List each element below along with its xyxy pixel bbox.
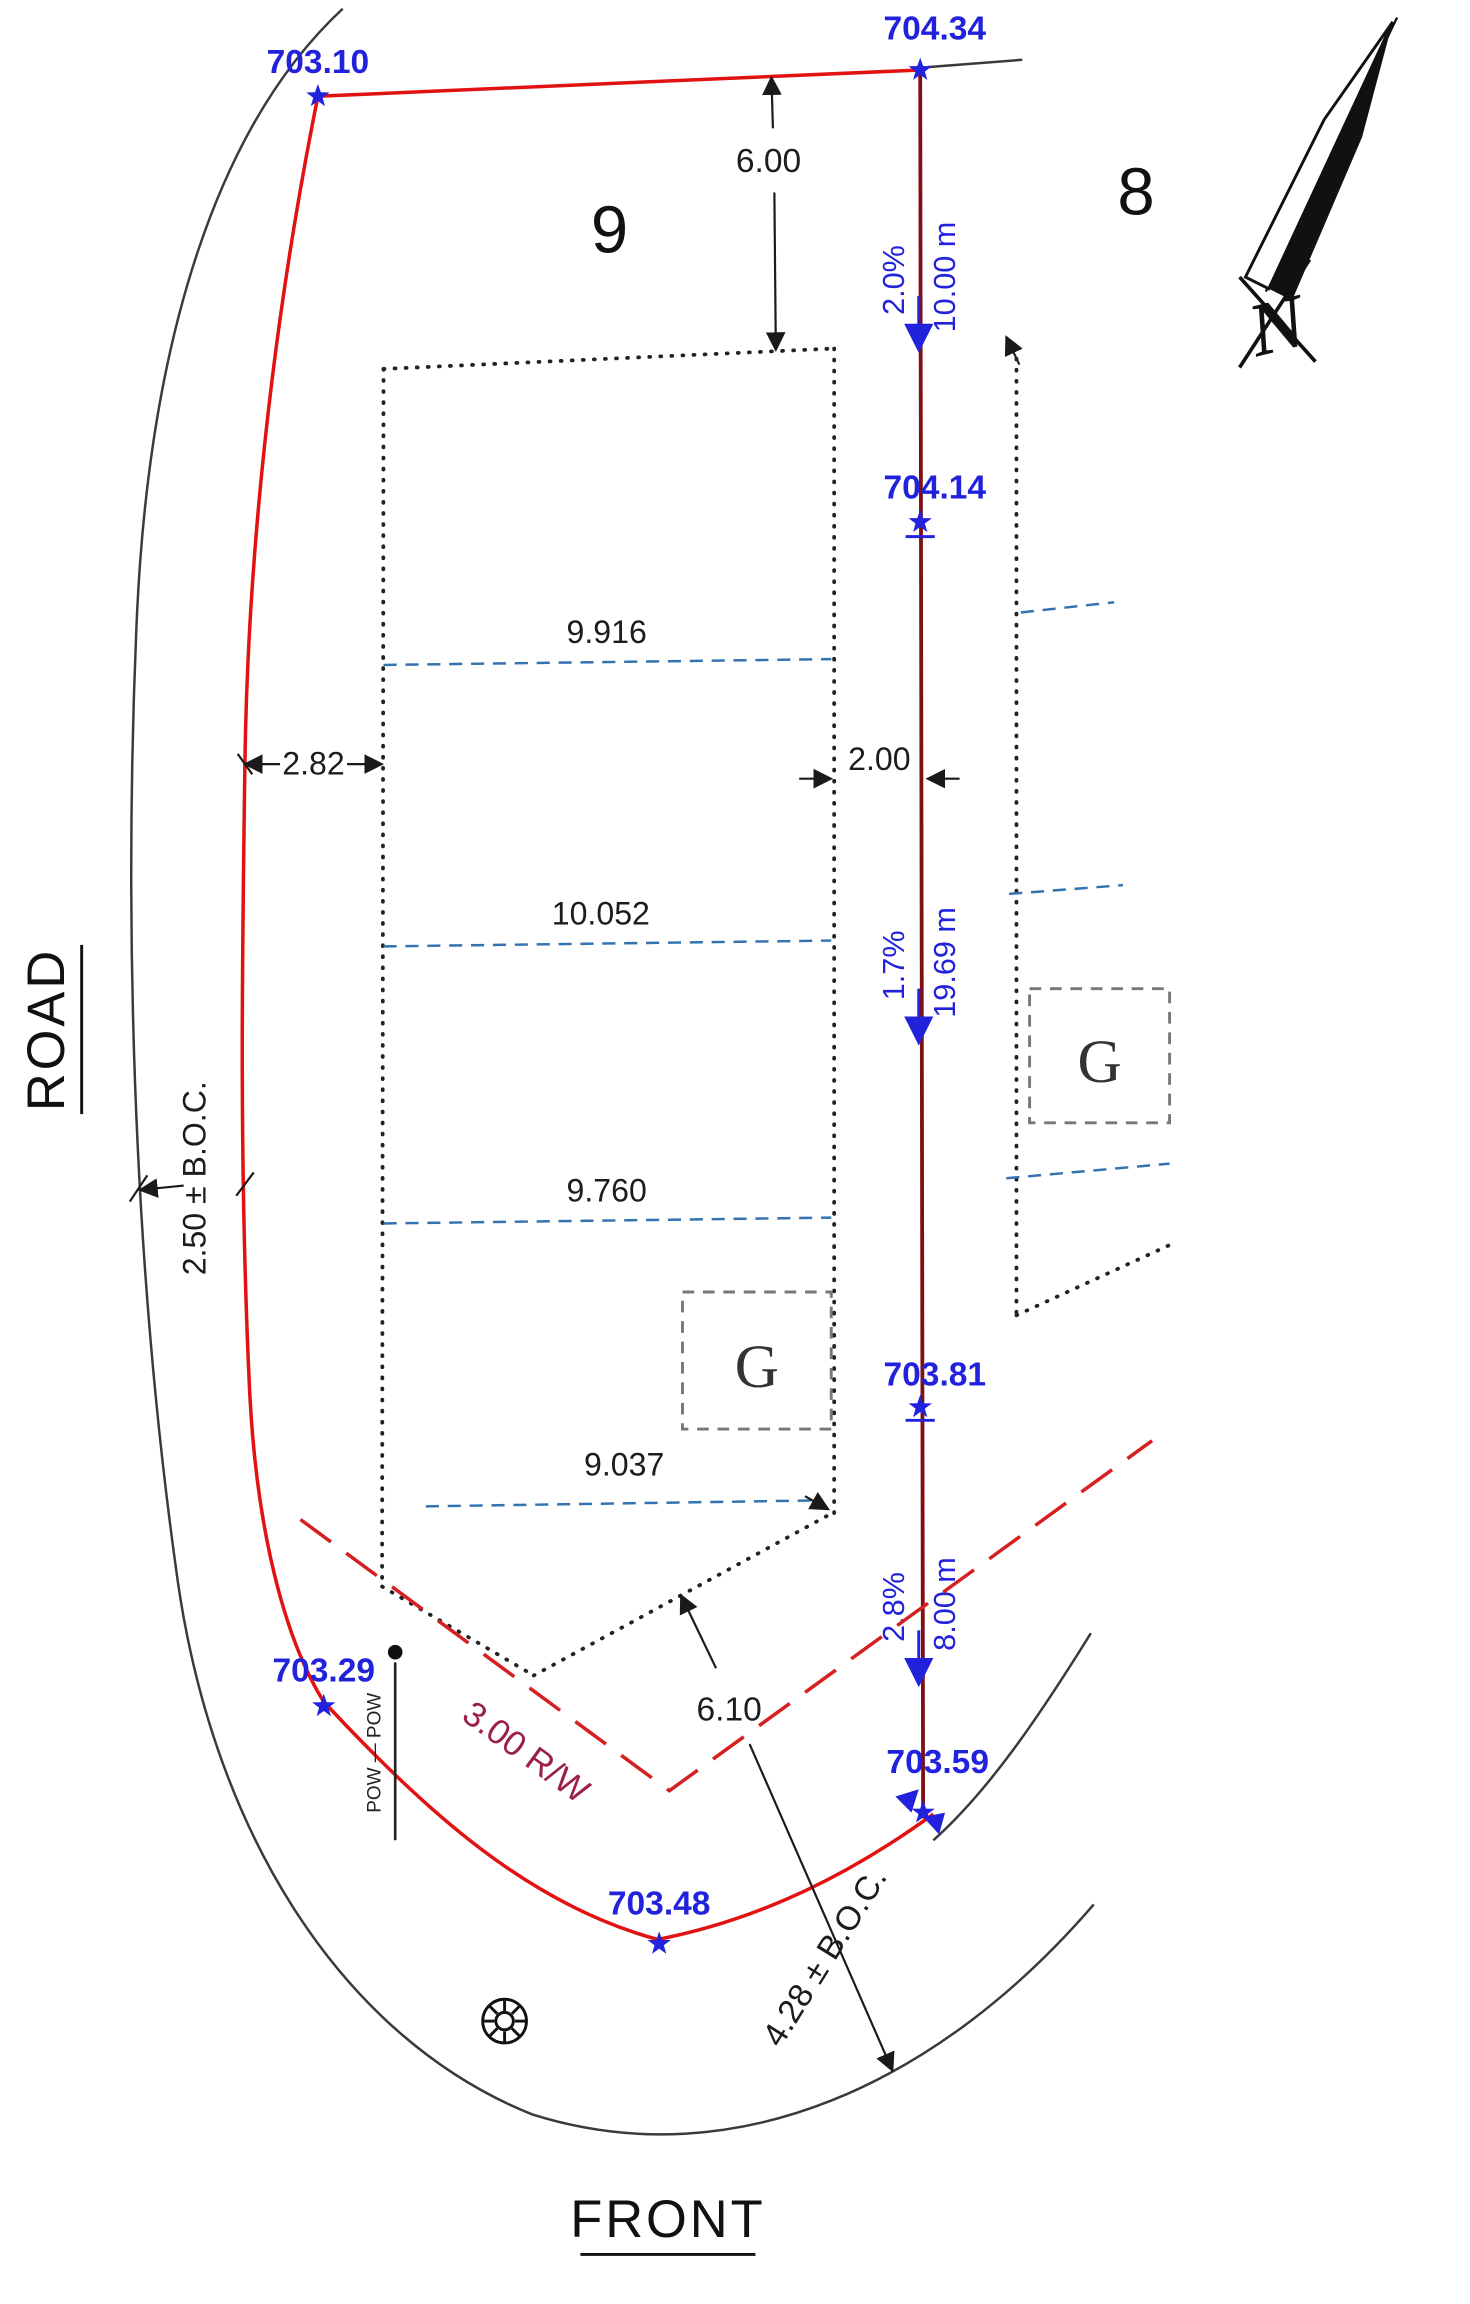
road-curbs xyxy=(130,7,1095,2136)
elev-nw: 703.10 xyxy=(267,44,370,81)
width-label-4: 9.037 xyxy=(584,1447,664,1483)
garage-lot8-box xyxy=(1028,987,1172,1125)
elevation-markers xyxy=(306,57,945,1954)
lot8-bottom-dotted xyxy=(1014,1240,1178,1318)
dim-top-setback-upper xyxy=(762,75,782,129)
width-line-4 xyxy=(425,1499,811,1508)
dim-top-setback-lower xyxy=(765,192,786,352)
lot8-dash-1 xyxy=(1020,601,1115,614)
monument-spoke-8 xyxy=(488,2027,499,2037)
slope-3-grade: 2.8% xyxy=(877,1572,911,1642)
elev-sw: 703.29 xyxy=(272,1652,375,1689)
front-label: FRONT xyxy=(570,2190,765,2249)
lot8-dash-2 xyxy=(1009,883,1124,896)
dim-left-setback-tick xyxy=(236,753,254,775)
elev-east-upper: 704.14 xyxy=(884,470,987,507)
garage-lot9: G xyxy=(681,1290,833,1431)
star-icon-east-lower xyxy=(908,1394,932,1418)
dim-left-boc-tick-curb xyxy=(128,1174,149,1203)
road-label: ROAD xyxy=(17,948,76,1111)
dim-left-boc xyxy=(128,1171,255,1203)
monument-spoke-7 xyxy=(510,2005,521,2015)
monument-outer-circle xyxy=(481,1997,528,2045)
slope-1-run: 10.00 m xyxy=(928,222,962,333)
dim-top-setback-label: 6.00 xyxy=(736,143,801,180)
dim-left-boc-arrow xyxy=(138,1178,184,1198)
pow-line-dot xyxy=(387,1644,403,1660)
north-letter: N xyxy=(1240,278,1318,374)
marker-arrow-se-2 xyxy=(923,1812,945,1835)
dim-front-lower-seg xyxy=(748,1743,895,2073)
slope-annotations: 2.0% 10.00 m 1.7% 19.69 m 2.8% 8.00 m xyxy=(877,222,962,1651)
width-line-1 xyxy=(383,657,832,667)
compass-needle-white-half xyxy=(1243,21,1395,291)
slope-1-grade: 2.0% xyxy=(877,245,911,315)
dim-left-setback xyxy=(236,753,385,775)
north-arrow: N xyxy=(1238,17,1399,374)
right-of-way-label: 3.00 R/W xyxy=(455,1694,596,1811)
right-of-way-dashed-line xyxy=(299,1439,1154,1793)
monument-spoke-5 xyxy=(488,2005,499,2015)
elev-east-lower: 703.81 xyxy=(884,1356,987,1393)
slope-3-run: 8.00 m xyxy=(928,1557,962,1651)
compass-tick-1 xyxy=(1238,275,1317,363)
north-boundary-extension-line xyxy=(927,58,1023,69)
lot8-top-arrow xyxy=(1004,335,1023,366)
width-line-4-end-arrow xyxy=(804,1492,831,1511)
slope-2-grade: 1.7% xyxy=(877,930,911,1000)
marker-arrow-se-1 xyxy=(895,1789,919,1813)
pow-line-group: POW — POW xyxy=(365,1644,403,1841)
width-label-1: 9.916 xyxy=(567,614,647,650)
dim-left-boc-tick-red xyxy=(235,1171,255,1197)
width-label-3: 9.760 xyxy=(567,1173,647,1209)
width-line-3 xyxy=(383,1216,832,1225)
pow-line-label: POW — POW xyxy=(365,1693,386,1813)
width-label-2: 10.052 xyxy=(552,896,650,932)
road-outer-curb-line xyxy=(130,7,1095,2136)
elev-front-mid: 703.48 xyxy=(608,1886,711,1923)
building-bottom-right-dotted xyxy=(531,1511,834,1678)
elev-se: 703.59 xyxy=(886,1744,989,1781)
compass-needle-black-half xyxy=(1268,21,1393,301)
front-label-group: FRONT xyxy=(570,2190,765,2256)
dim-right-setback-label: 2.00 xyxy=(848,741,910,777)
monument-inner-circle xyxy=(494,2010,515,2032)
dim-front-upper-seg xyxy=(679,1593,718,1669)
lot-9-number: 9 xyxy=(591,192,628,267)
building-outline-lot8-dotted xyxy=(1014,356,1178,1318)
garage-lot9-label: G xyxy=(735,1333,779,1401)
monument-spoke-6 xyxy=(510,2027,521,2037)
width-line-2 xyxy=(383,939,832,948)
elev-ne: 704.34 xyxy=(884,10,987,47)
garage-lot8: G xyxy=(1028,987,1172,1125)
slope-2-run: 19.69 m xyxy=(928,907,962,1018)
compass-tick-2 xyxy=(1238,258,1312,369)
elevation-labels: 703.10 704.34 704.14 703.81 703.29 703.4… xyxy=(267,10,989,1922)
lot8-dash-3 xyxy=(1006,1162,1170,1180)
dim-front-offset-label: 6.10 xyxy=(697,1692,762,1729)
survey-monument-icon xyxy=(481,1997,528,2045)
lot-8-number: 8 xyxy=(1117,154,1154,229)
building-left-dotted xyxy=(380,367,386,1589)
building-bottom-left-dotted xyxy=(380,1584,536,1678)
dim-top-setback xyxy=(762,75,786,352)
building-outline-lot9-dotted xyxy=(380,346,837,1678)
garage-lot8-label: G xyxy=(1077,1028,1121,1096)
dim-front-line xyxy=(679,1593,895,2073)
road-inner-curb-arc xyxy=(932,1632,1092,1842)
dim-left-boc-label: 2.50 ± B.O.C. xyxy=(177,1081,213,1275)
property-boundary-east-darkred xyxy=(918,69,926,1819)
width-lines-blue-dashed xyxy=(383,601,1170,1508)
building-top-dotted xyxy=(381,346,837,371)
dim-left-setback-label: 2.82 xyxy=(282,745,344,781)
star-icon-front-mid xyxy=(647,1931,671,1954)
dim-front-boc-label: 4.28 ± B.O.C. xyxy=(756,1861,895,2053)
road-label-group: ROAD xyxy=(17,944,84,1115)
